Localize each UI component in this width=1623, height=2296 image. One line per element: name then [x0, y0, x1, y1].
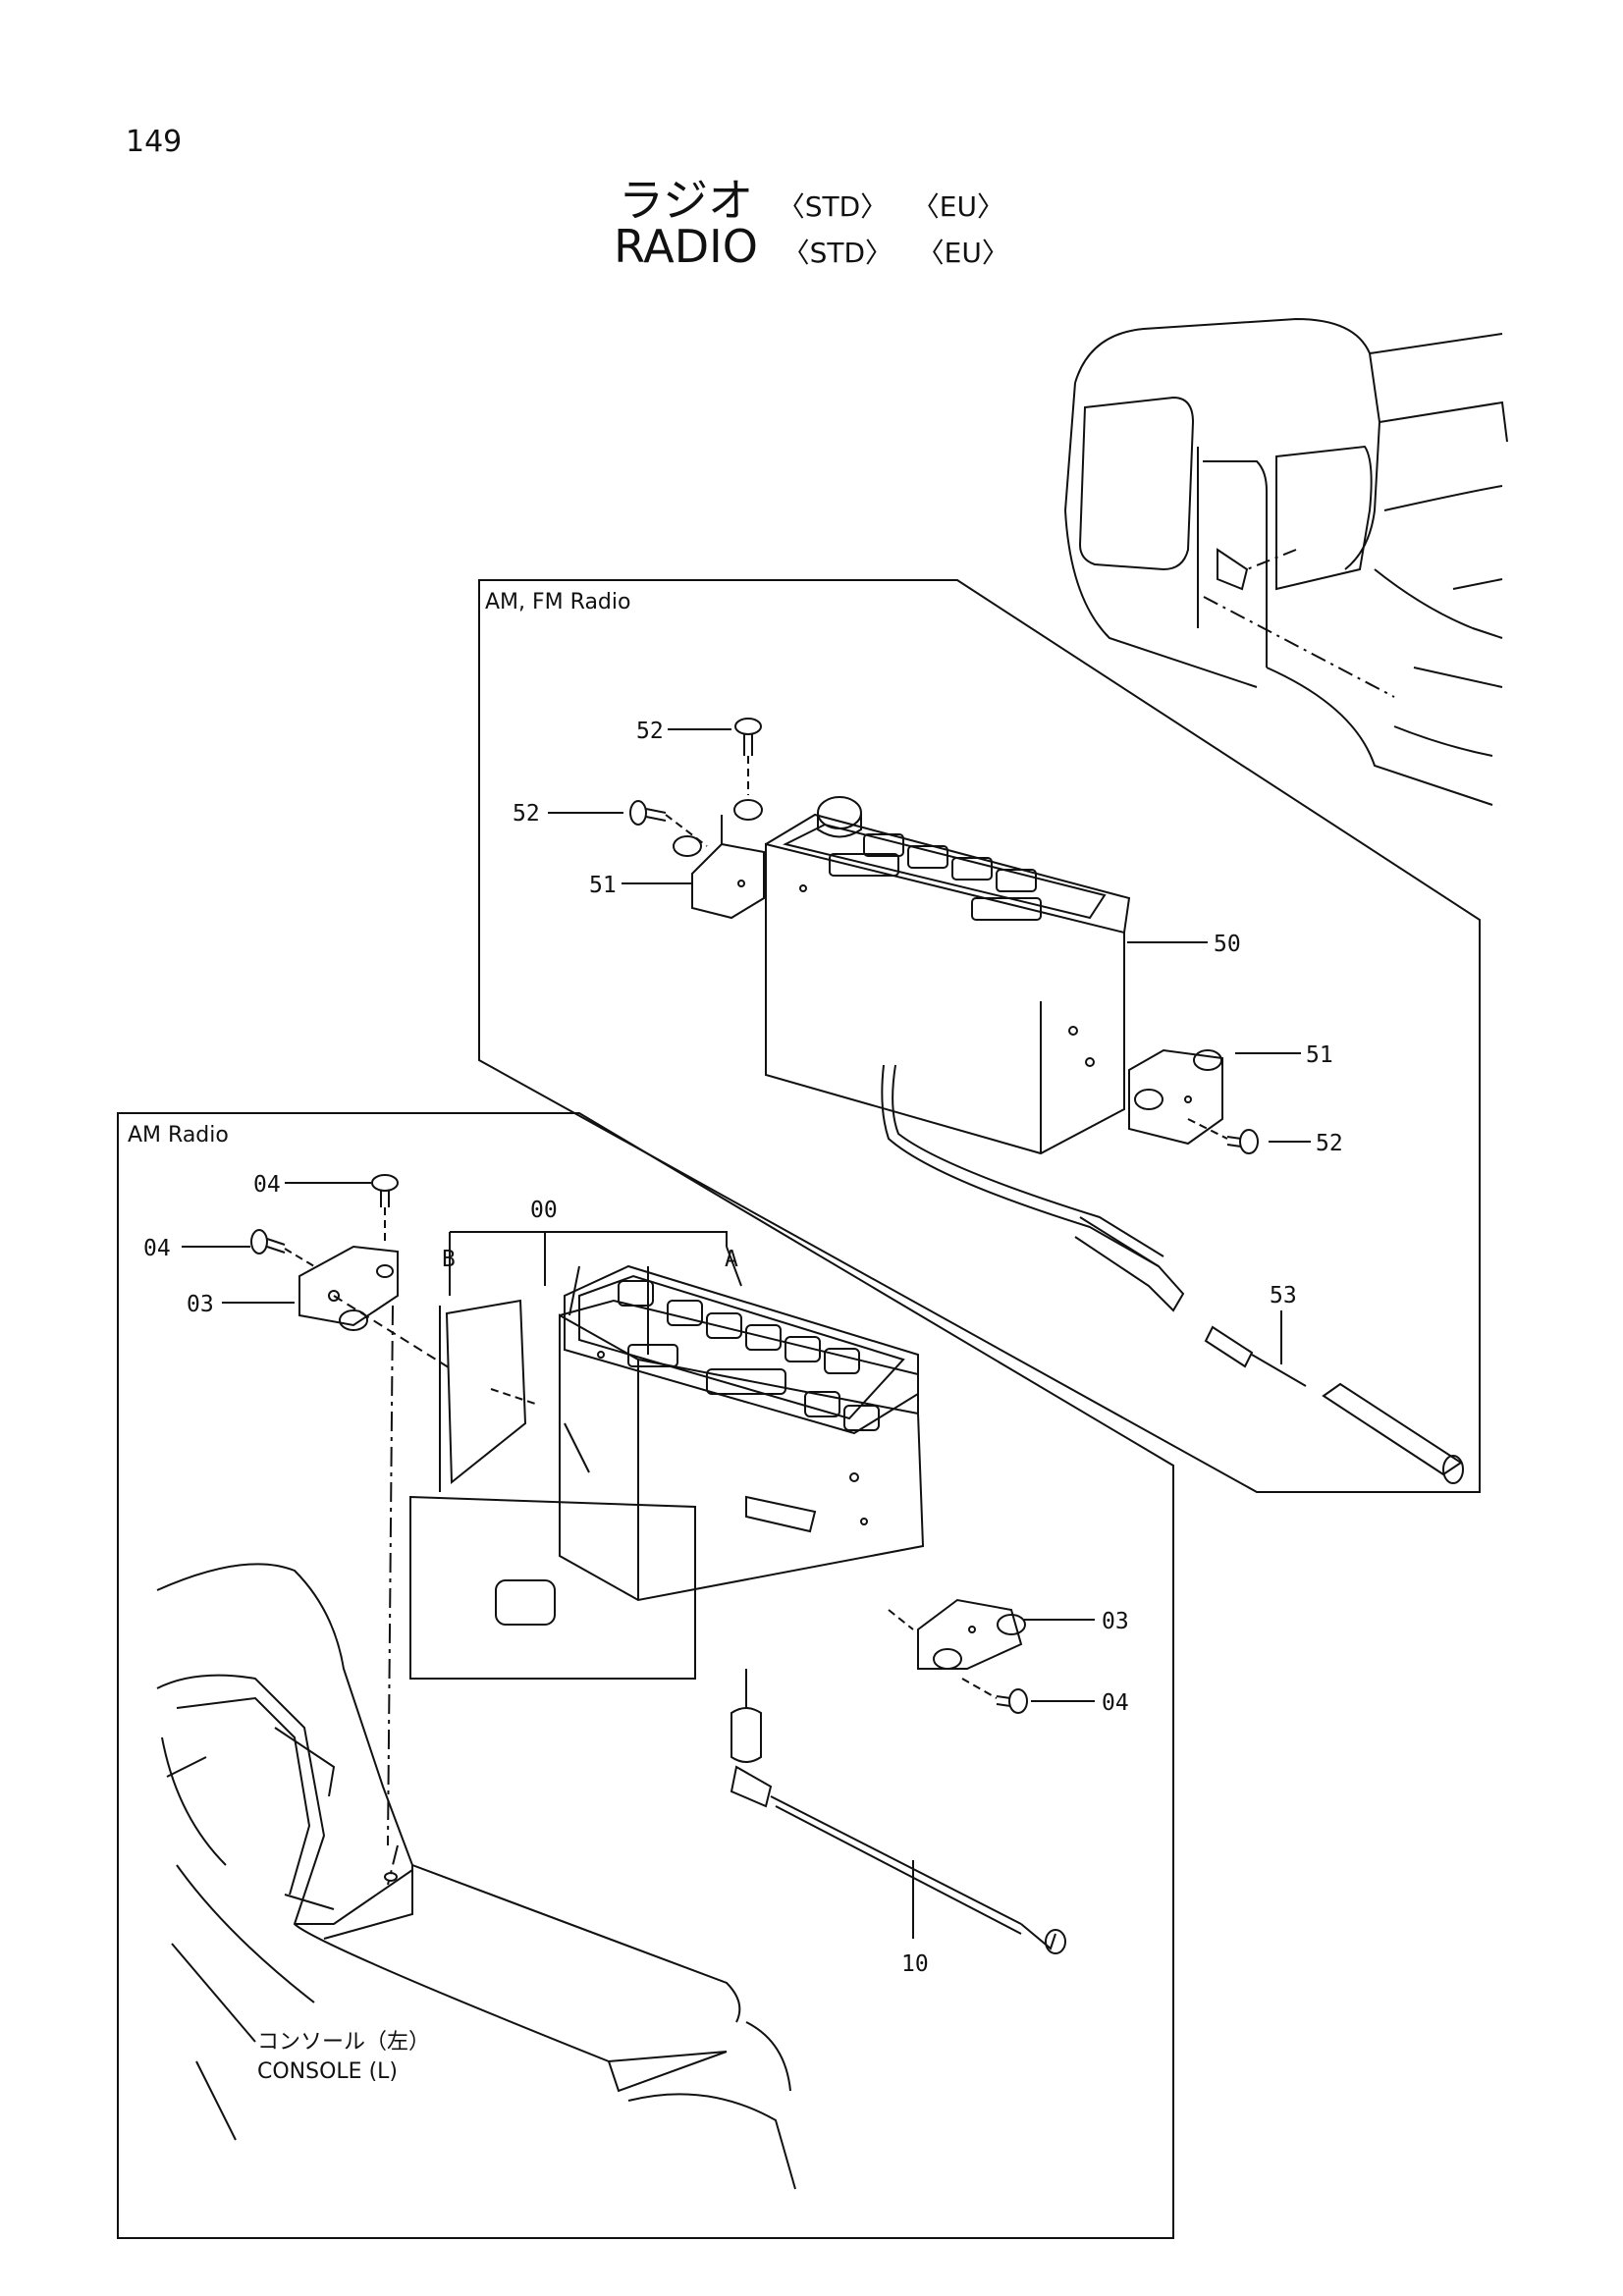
panel-am-fm-label: AM, FM Radio	[485, 590, 630, 614]
callout-04-top: 04	[253, 1172, 281, 1198]
screw-04-left	[250, 1229, 315, 1267]
title-jp-variant-eu: 〈EU〉	[911, 190, 1004, 223]
callout-03-right: 03	[1102, 1609, 1129, 1634]
callout-04-left: 04	[143, 1236, 171, 1261]
title-japanese: ラジオ 〈STD〉 〈EU〉	[0, 165, 1623, 230]
callout-10: 10	[901, 1951, 929, 1977]
title-en-variant-std: 〈STD〉	[782, 237, 893, 269]
bracket-51-right	[1128, 1048, 1223, 1146]
bracket-03-left	[298, 1245, 453, 1846]
am-fm-radio-unit	[765, 796, 1164, 1267]
console-label-en: CONSOLE (L)	[257, 2059, 398, 2084]
panel-am-border	[117, 1112, 1174, 2239]
title-jp-text: ラジオ	[619, 174, 754, 227]
console-panel-window	[495, 1579, 556, 1626]
console-left-illustration	[156, 1563, 796, 2190]
callout-51-right: 51	[1306, 1042, 1333, 1068]
callout-52-right: 52	[1316, 1131, 1343, 1156]
callout-a: A	[725, 1247, 738, 1272]
title-en-text: RADIO	[614, 220, 758, 273]
screw-52-top	[734, 718, 762, 795]
panel-am-label: AM Radio	[128, 1123, 229, 1148]
console-label-jp: コンソール（左）	[257, 2030, 430, 2055]
callout-03-left: 03	[187, 1292, 214, 1317]
bracket-51-left	[673, 799, 765, 920]
title-english: RADIO 〈STD〉 〈EU〉	[0, 220, 1623, 273]
console-panel-plate	[409, 1495, 696, 1680]
excavator-cab-illustration	[1063, 317, 1508, 806]
callout-51-left: 51	[589, 873, 617, 898]
title-en-variant-eu: 〈EU〉	[916, 237, 1009, 269]
callout-04-right: 04	[1102, 1690, 1129, 1716]
bracket-03-right	[917, 1598, 1026, 1670]
page-number: 149	[126, 125, 183, 159]
screw-52-right	[1187, 1118, 1259, 1154]
callout-53: 53	[1270, 1283, 1297, 1308]
callout-b: B	[442, 1247, 456, 1272]
screw-04-right	[961, 1678, 1028, 1714]
am-radio-unit	[559, 1264, 925, 1602]
screw-52-left	[629, 800, 708, 847]
callout-00: 00	[530, 1198, 558, 1223]
panel-am-fm-border	[478, 579, 1481, 1493]
title-jp-variant-std: 〈STD〉	[777, 190, 889, 223]
callout-52-top: 52	[636, 719, 664, 744]
antenna-cable-10	[730, 1669, 1066, 1954]
callout-50: 50	[1214, 932, 1241, 957]
screw-04-top	[371, 1174, 399, 1242]
callout-52-left: 52	[513, 801, 540, 827]
plate-b	[445, 1299, 527, 1485]
antenna-cable-53	[1074, 1216, 1464, 1484]
